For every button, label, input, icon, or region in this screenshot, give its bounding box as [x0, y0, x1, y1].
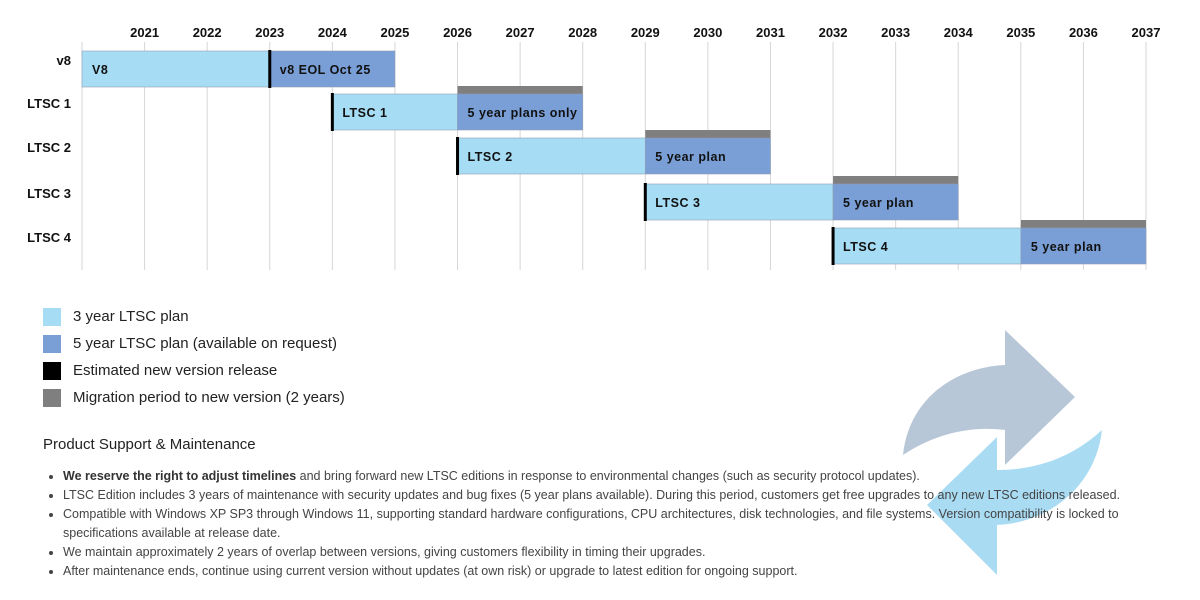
note-item: Compatible with Windows XP SP3 through W…	[63, 505, 1183, 543]
row-label: LTSC 1	[27, 96, 71, 111]
x-tick-label: 2028	[568, 25, 597, 40]
legend-swatch-migration	[43, 388, 61, 407]
bar-label: v8 EOL Oct 25	[280, 63, 371, 77]
legend-item-migration: Migration period to new version (2 years…	[43, 384, 345, 411]
bar-5-year	[832, 183, 959, 221]
note-item: LTSC Edition includes 3 years of mainten…	[63, 486, 1183, 505]
note-text: Compatible with Windows XP SP3 through W…	[63, 507, 1119, 540]
bar-label: 5 year plan	[655, 150, 726, 164]
legend-swatch-plan5	[43, 334, 61, 353]
x-tick-label: 2021	[130, 25, 159, 40]
x-tick-label: 2023	[255, 25, 284, 40]
note-text: After maintenance ends, continue using c…	[63, 564, 798, 578]
x-tick-label: 2025	[380, 25, 409, 40]
bar-label: 5 year plan	[843, 196, 914, 210]
bar-label: V8	[92, 63, 108, 77]
bar-3-year	[81, 50, 271, 88]
legend-label: 3 year LTSC plan	[73, 308, 189, 325]
x-tick-label: 2035	[1006, 25, 1035, 40]
legend-swatch-release	[43, 361, 61, 380]
legend-swatch-plan3	[43, 307, 61, 326]
x-tick-label: 2034	[944, 25, 974, 40]
x-tick-label: 2024	[318, 25, 348, 40]
bar-5-year	[1020, 227, 1147, 265]
x-tick-label: 2026	[443, 25, 472, 40]
bar-5-year	[269, 50, 396, 88]
x-tick-label: 2030	[693, 25, 722, 40]
note-item: We maintain approximately 2 years of ove…	[63, 543, 1183, 562]
x-tick-label: 2033	[881, 25, 910, 40]
bar-3-year	[644, 183, 834, 221]
bar-5-year	[644, 137, 771, 175]
bar-3-year	[332, 93, 458, 131]
note-bold: We reserve the right to adjust timelines	[63, 469, 297, 483]
bar-label: LTSC 3	[655, 196, 700, 210]
legend: 3 year LTSC plan 5 year LTSC plan (avail…	[43, 303, 345, 411]
x-tick-label: 2037	[1132, 25, 1161, 40]
migration-band	[457, 86, 583, 95]
release-marker	[643, 183, 647, 221]
note-item: After maintenance ends, continue using c…	[63, 562, 1183, 581]
legend-item-plan3: 3 year LTSC plan	[43, 303, 345, 330]
row-label: LTSC 2	[27, 140, 71, 155]
note-text: LTSC Edition includes 3 years of mainten…	[63, 488, 1121, 502]
row-label: LTSC 4	[27, 230, 72, 245]
bar-label: LTSC 2	[468, 150, 513, 164]
bar-label: LTSC 1	[342, 106, 387, 120]
x-tick-label: 2027	[506, 25, 535, 40]
bar-5-year	[457, 93, 584, 131]
x-tick-label: 2029	[631, 25, 660, 40]
arrow-top-shape	[903, 330, 1075, 465]
legend-item-release: Estimated new version release	[43, 357, 345, 384]
bar-3-year	[832, 227, 1022, 265]
refresh-arrows-icon	[903, 330, 1102, 575]
legend-label: Estimated new version release	[73, 362, 278, 379]
support-title: Product Support & Maintenance	[43, 436, 256, 453]
release-marker	[330, 93, 334, 131]
legend-label: 5 year LTSC plan (available on request)	[73, 335, 338, 352]
row-label: LTSC 3	[27, 186, 71, 201]
release-marker	[831, 227, 835, 265]
x-tick-label: 2031	[756, 25, 785, 40]
row-label: v8	[57, 53, 71, 68]
arrow-bottom-shape	[927, 430, 1102, 575]
x-tick-label: 2022	[193, 25, 222, 40]
release-marker	[456, 137, 460, 175]
support-notes: We reserve the right to adjust timelines…	[43, 467, 1183, 581]
bar-label: 5 year plans only	[468, 106, 578, 120]
note-text: and bring forward new LTSC editions in r…	[296, 469, 920, 483]
bar-label: 5 year plan	[1031, 240, 1102, 254]
x-tick-label: 2032	[819, 25, 848, 40]
migration-band	[833, 176, 959, 185]
bar-3-year	[457, 137, 646, 175]
migration-band	[1020, 220, 1146, 229]
legend-label: Migration period to new version (2 years…	[73, 389, 345, 406]
release-marker	[268, 50, 272, 88]
note-text: We maintain approximately 2 years of ove…	[63, 545, 706, 559]
roadmap-chart: 2021 2022 2023 2024 2025 2026 2027 2028 2029 2030…	[27, 25, 1161, 270]
legend-item-plan5: 5 year LTSC plan (available on request)	[43, 330, 345, 357]
bar-label: LTSC 4	[843, 240, 888, 254]
migration-band	[645, 130, 771, 139]
x-tick-label: 2036	[1069, 25, 1098, 40]
note-item: We reserve the right to adjust timelines…	[63, 467, 1183, 486]
